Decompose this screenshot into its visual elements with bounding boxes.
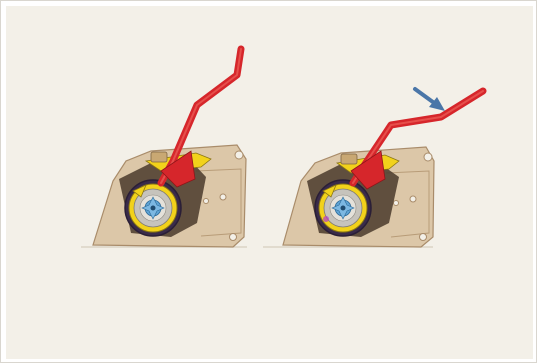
linkage-block-right: [340, 153, 358, 165]
mechanism-left: [81, 45, 247, 248]
paper-background: [6, 6, 533, 359]
panel-seam-right: [385, 170, 430, 238]
lever-base-left: [160, 150, 196, 188]
screw-hole-left-4: [203, 198, 209, 204]
hub-right: [331, 196, 355, 220]
press-arrow-icon: [413, 87, 445, 111]
lever-base-right: [350, 150, 386, 190]
hub-left: [141, 196, 165, 220]
panel-seam-left: [195, 168, 242, 237]
screw-hole-right-1: [423, 152, 433, 162]
screw-hole-left-2: [229, 233, 237, 241]
mechanism-right: [263, 87, 487, 248]
screw-hole-left-1: [234, 150, 244, 160]
screw-hole-right-3: [409, 195, 417, 203]
screw-hole-right-4: [393, 200, 399, 206]
pawl-contact-right: [323, 216, 329, 222]
screw-hole-right-2: [419, 233, 427, 241]
screw-hole-left-3: [219, 193, 227, 201]
pawl-right: [322, 184, 337, 198]
pawl-left: [132, 184, 147, 198]
linkage-block-left: [150, 151, 168, 163]
